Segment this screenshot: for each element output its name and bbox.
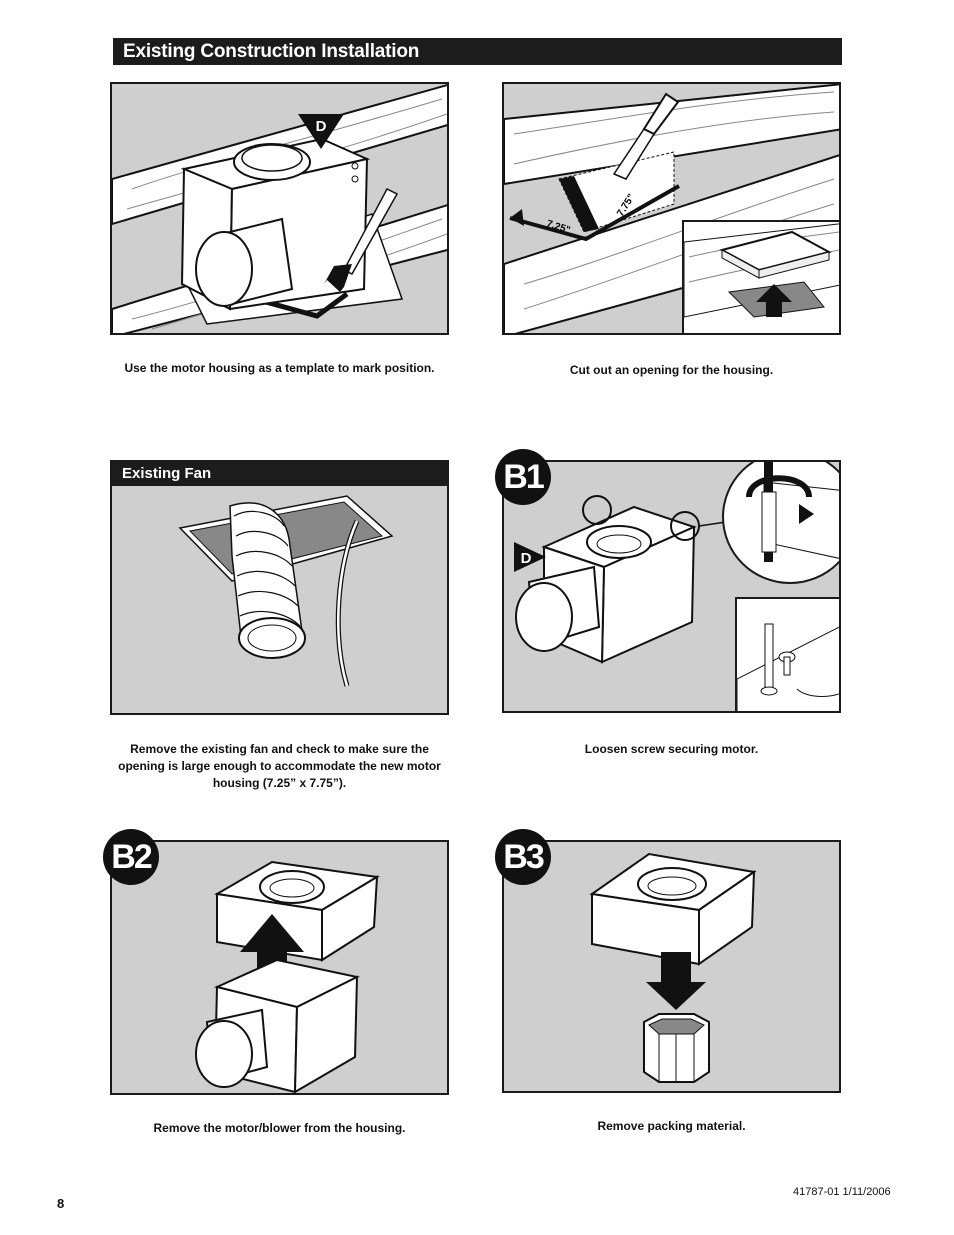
screwdriver-drawing <box>746 462 839 562</box>
callout-d: D <box>316 118 327 135</box>
b3-drawing <box>504 842 839 1091</box>
screw-detail-drawing <box>737 623 839 711</box>
inset-remove-cutout <box>682 220 839 333</box>
caption-b2: Remove the motor/blower from the housing… <box>153 1121 406 1135</box>
b1-inset-screwdriver <box>722 462 839 584</box>
illustration-mark-position: D <box>110 82 449 335</box>
existing-fan-title: Existing Fan <box>112 462 447 486</box>
b1-callout-d: D <box>521 550 532 567</box>
illustration-b2-remove-motor <box>110 840 449 1095</box>
caption-b3: Remove packing material. <box>597 1119 746 1133</box>
caption-mark-position: Use the motor housing as a template to m… <box>124 361 435 375</box>
caption-b1: Loosen screw securing motor. <box>584 742 759 756</box>
remove-cutout-drawing <box>684 223 839 318</box>
section-title: Existing Construction Installation <box>113 38 842 65</box>
badge-b3: B3 <box>495 829 551 885</box>
illustration-b3-remove-packing <box>502 840 841 1093</box>
badge-b1: B1 <box>495 449 551 505</box>
illustration-b1-loosen-screw: D <box>502 460 841 713</box>
illustration-cut-opening: 7.25" 7.75" <box>502 82 841 335</box>
document-id: 41787-01 1/11/2006 <box>793 1186 891 1198</box>
b1-inset-screw <box>735 597 839 711</box>
b2-drawing <box>112 842 447 1093</box>
existing-fan-drawing <box>112 486 447 713</box>
illustration-existing-fan: Existing Fan <box>110 460 449 715</box>
page-number: 8 <box>57 1196 65 1211</box>
caption-cut-opening: Cut out an opening for the housing. <box>569 363 774 377</box>
badge-b2: B2 <box>103 829 159 885</box>
caption-existing-fan: Remove the existing fan and check to mak… <box>118 742 441 790</box>
mark-position-drawing: D <box>112 84 447 333</box>
